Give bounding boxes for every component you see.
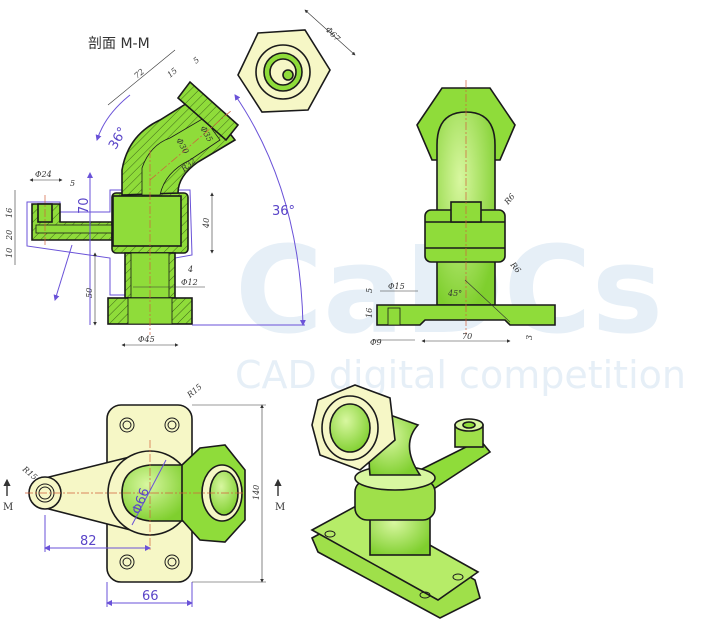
dim-dia-15: Φ15 (388, 282, 405, 291)
section-marker-m-right: M (275, 502, 285, 513)
dim-angle-45: 45° (447, 289, 462, 298)
dim-side-70: 70 (462, 332, 472, 341)
dim-4: 4 (187, 265, 193, 274)
dim-20: 20 (5, 230, 14, 241)
dim-16: 16 (5, 208, 14, 218)
dim-r6-top: R6 (502, 192, 517, 207)
dim-66: 66 (142, 589, 159, 604)
dim-70: 70 (77, 197, 92, 214)
dim-dia-9: Φ9 (370, 338, 382, 347)
hex-end-view: Φ67 (237, 9, 356, 113)
watermark-subtitle: CAD digital competition (235, 353, 686, 397)
dim-side-3: 3 (525, 335, 534, 340)
dim-72: 72 (133, 67, 147, 80)
top-view: R15 R15 Φ66 82 66 140 M M (3, 382, 285, 607)
dim-15: 15 (166, 66, 180, 79)
dim-40: 40 (202, 218, 211, 229)
dim-r15-plate: R15 (185, 382, 204, 400)
dim-dia-45: Φ45 (138, 335, 155, 344)
dim-50: 50 (85, 288, 94, 298)
dim-5: 5 (70, 179, 75, 188)
dim-dia-24: Φ24 (35, 170, 52, 179)
isometric-view (310, 384, 492, 619)
section-title: 剖面 M-M (88, 36, 150, 52)
side-view: 45° R6 R6 Φ15 5 16 Φ9 70 3 (365, 80, 556, 347)
dim-140: 140 (252, 485, 261, 500)
dim-10: 10 (5, 248, 14, 258)
dim-angle-36-top: 36° (106, 125, 131, 152)
dim-side-5: 5 (365, 288, 374, 293)
section-view: 剖面 M-M 72 15 5 36° Φ35 Φ30 R32 Φ2 (5, 36, 306, 347)
dim-5-top: 5 (192, 55, 202, 65)
dim-dia-12: Φ12 (181, 278, 198, 287)
dim-side-16: 16 (365, 308, 374, 318)
dim-angle-36-arc: 36° (272, 204, 295, 219)
dim-82: 82 (80, 534, 97, 549)
section-marker-m-left: M (3, 502, 13, 513)
